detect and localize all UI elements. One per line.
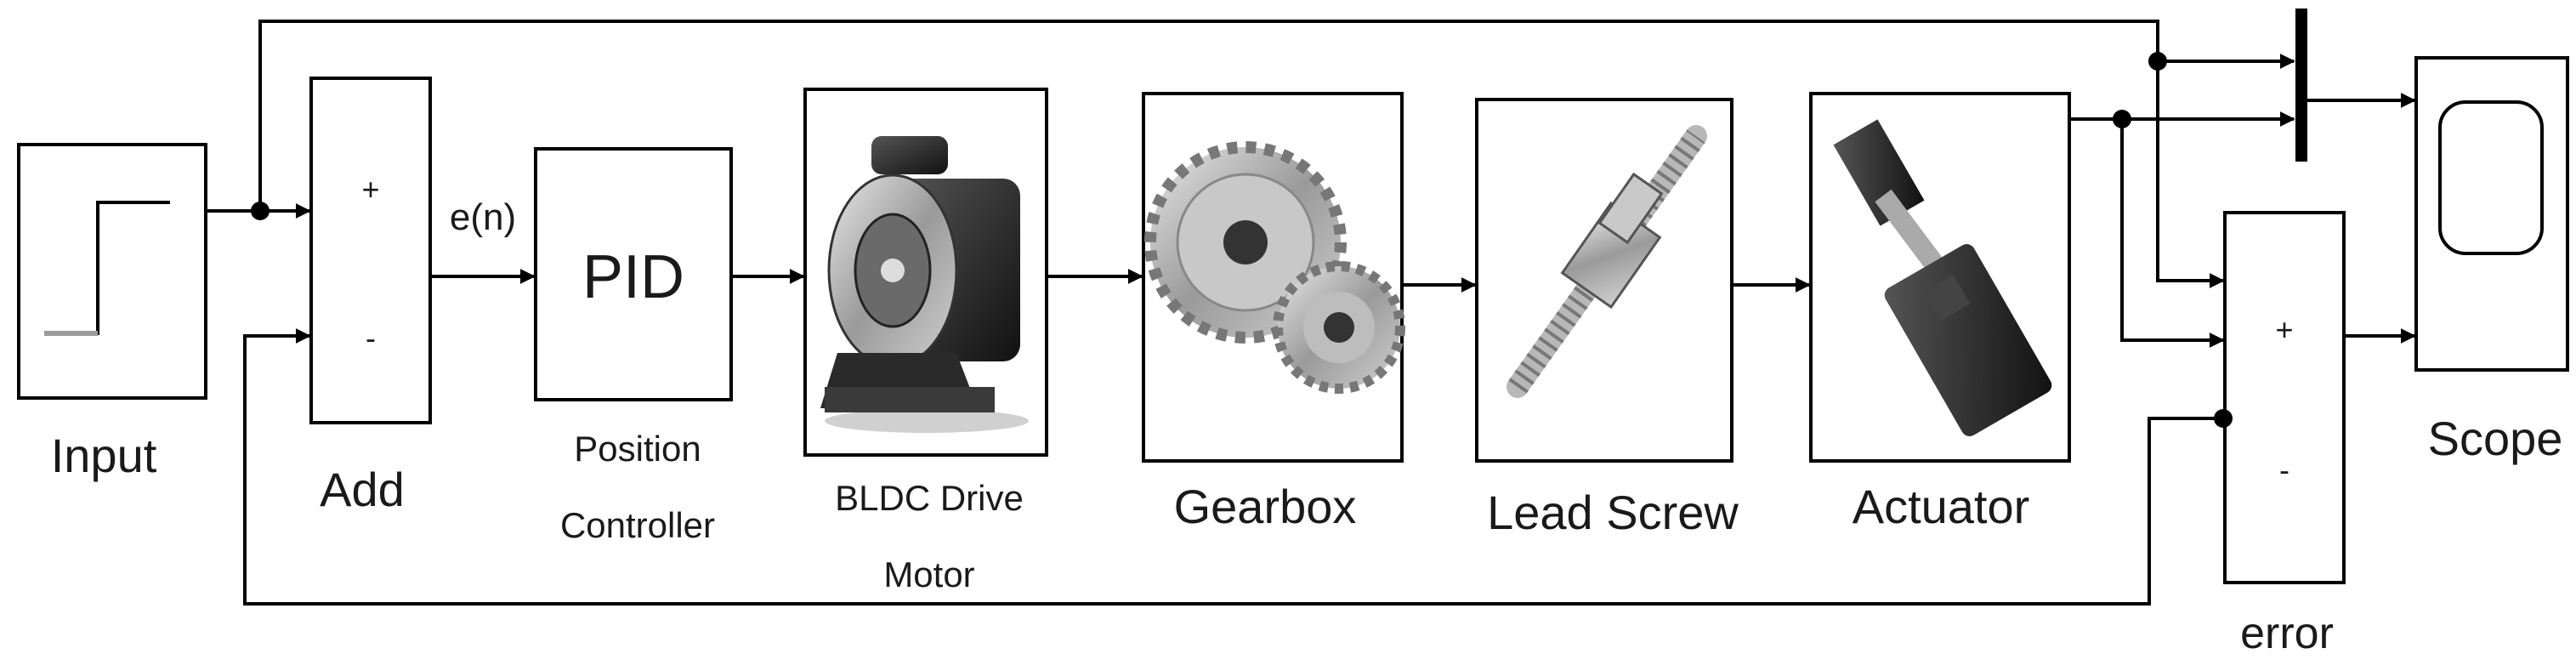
add-minus-sign: - [366, 321, 376, 355]
error-label: error [2240, 609, 2334, 658]
actuator-block[interactable] [1809, 92, 2071, 463]
lead-screw-label: Lead Screw [1487, 486, 1739, 539]
actuator-label: Actuator [1853, 480, 2030, 533]
input-branch-top-line [258, 20, 2225, 288]
junction-dots [251, 52, 2233, 428]
add-plus-sign: + [361, 172, 379, 207]
actuator-image [1833, 119, 2052, 436]
input-block[interactable] [17, 143, 207, 400]
pid-text: PID [582, 243, 684, 311]
lead-screw-block[interactable] [1475, 98, 1733, 463]
actuator-to-error-line [2120, 119, 2225, 348]
bldc-motor-block[interactable] [803, 88, 1048, 457]
scope-block[interactable] [2414, 56, 2569, 372]
pid-label-line1: Position [574, 429, 701, 469]
input-label: Input [51, 429, 157, 482]
motor-image [820, 136, 1029, 433]
error-block[interactable] [2223, 211, 2346, 584]
pid-label-line2: Controller [560, 505, 715, 545]
gearbox-block[interactable] [1142, 92, 1405, 463]
error-plus-sign: + [2275, 312, 2293, 347]
pid-block[interactable] [534, 147, 733, 401]
lead-screw-image [1506, 125, 1707, 398]
add-label: Add [320, 463, 405, 516]
error-minus-sign: - [2279, 452, 2289, 487]
gearbox-label: Gearbox [1174, 480, 1357, 533]
mux-block[interactable] [2295, 9, 2307, 162]
motor-label-line1: BLDC Drive [835, 478, 1024, 518]
scope-label: Scope [2428, 412, 2563, 465]
scope-screen-icon [2438, 100, 2544, 255]
motor-label-line2: Motor [883, 554, 974, 594]
gearbox-image [1144, 141, 1405, 394]
error-signal-label: e(n) [450, 196, 516, 238]
signal-lines [206, 20, 2416, 606]
feedback-line [243, 328, 2223, 606]
add-block[interactable] [309, 77, 432, 424]
